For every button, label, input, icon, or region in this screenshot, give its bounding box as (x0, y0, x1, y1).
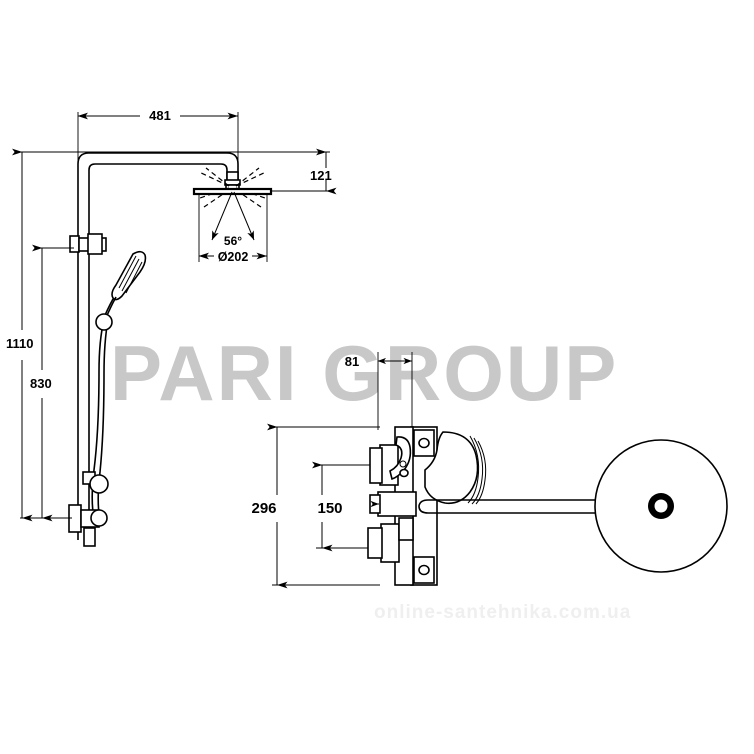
dimension-150: 150 (312, 461, 343, 552)
dimension-296: 296 (251, 423, 288, 589)
dimension-121-label: 121 (310, 168, 332, 183)
riser-pipe (77, 152, 239, 540)
dimension-121: 121 (310, 148, 337, 195)
dimension-81: 81 (345, 352, 413, 430)
riser-bottom (68, 471, 109, 547)
watermark-online-santehnika: online-santehnika.com.ua (374, 602, 631, 623)
rain-shower-head (192, 187, 273, 196)
dimension-202-label: Ø202 (218, 250, 249, 264)
dimension-81-label: 81 (345, 354, 359, 369)
diverter-handle (424, 431, 487, 505)
dimension-481-label: 481 (149, 108, 171, 123)
dimension-56deg-label: 56° (224, 234, 242, 248)
dimension-296-label: 296 (251, 500, 276, 517)
slide-bar-holder (69, 233, 107, 255)
mixer-body (367, 426, 487, 586)
dimension-481: 481 (77, 108, 239, 175)
dimension-diameter-202: Ø202 (198, 250, 267, 264)
wall-mount-plate (410, 426, 438, 586)
spray-envelope (198, 191, 268, 262)
spray-pattern (198, 167, 267, 208)
temperature-handle (389, 436, 412, 481)
hand-shower (102, 250, 147, 321)
shower-arm (224, 171, 241, 190)
dimension-830: 830 (30, 244, 53, 522)
dimension-1110: 1110 (6, 148, 34, 522)
dimension-1110-label: 1110 (6, 336, 34, 351)
dimension-150-label: 150 (317, 500, 342, 517)
watermark-pari-group: PARI GROUP (110, 329, 618, 417)
spout-face (594, 439, 728, 573)
dimension-830-label: 830 (30, 376, 52, 391)
